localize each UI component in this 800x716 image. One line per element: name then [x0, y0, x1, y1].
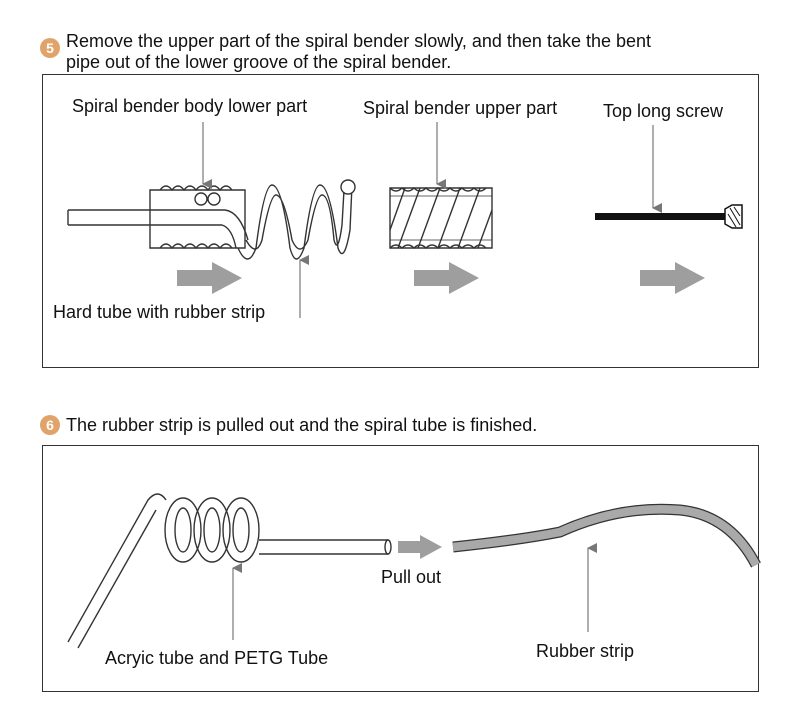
finished-spiral-tube — [67, 493, 392, 649]
spiral-bender-upper-part — [389, 187, 493, 249]
label-top-screw: Top long screw — [603, 101, 724, 121]
label-lower-part: Spiral bender body lower part — [72, 96, 308, 116]
label-acrylic-tube: Acryic tube and PETG Tube — [105, 648, 329, 668]
top-long-screw — [595, 204, 743, 229]
label-upper-part: Spiral bender upper part — [363, 98, 558, 118]
step-5-text-line-2: pipe out of the lower groove of the spir… — [66, 52, 452, 72]
step-6-panel — [42, 445, 759, 692]
flow-arrow-1 — [177, 262, 242, 294]
step-6-text: The rubber strip is pulled out and the s… — [66, 415, 538, 435]
pull-out-arrow — [398, 535, 442, 559]
hard-tube-coil — [237, 179, 356, 260]
flow-arrow-2 — [414, 262, 479, 294]
label-hard-tube: Hard tube with rubber strip — [53, 302, 266, 322]
label-rubber-strip: Rubber strip — [536, 641, 635, 661]
step-5-text-line-1: Remove the upper part of the spiral bend… — [66, 31, 652, 51]
flow-arrow-3 — [640, 262, 705, 294]
step-6-badge: 6 — [40, 415, 60, 435]
label-pull-out: Pull out — [381, 567, 442, 587]
step-5-badge: 5 — [40, 38, 60, 58]
spiral-bender-lower-part — [67, 185, 249, 250]
